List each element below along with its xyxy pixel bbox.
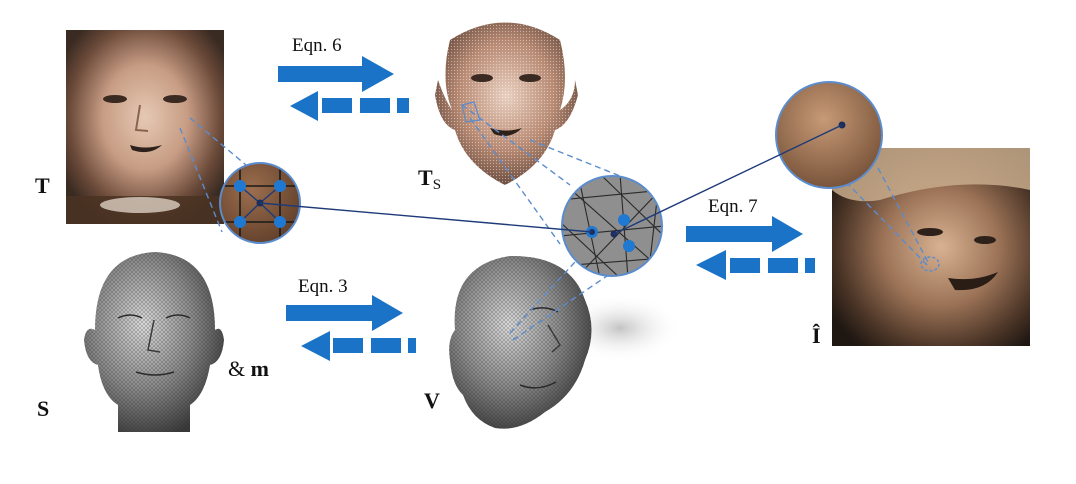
image-label: Î [812, 323, 821, 348]
eqn6-forward-arrow [278, 56, 394, 92]
rendered-image [832, 148, 1030, 346]
mesh-zoom-circle [561, 175, 663, 277]
eqn3-forward-arrow [286, 295, 403, 331]
eqn7-backward-arrow [696, 250, 815, 280]
image-pixel-marker [920, 256, 940, 272]
eqn7-label: Eqn. 7 [708, 196, 758, 217]
vertex-dot [618, 214, 630, 226]
mask-label: & m [228, 356, 269, 381]
sampled-texture-face [435, 22, 578, 185]
eqn3-backward-arrow [301, 331, 416, 361]
vertices-label: V [424, 388, 440, 413]
texture-map-image [66, 30, 224, 224]
vertex-dot [623, 240, 635, 252]
ts-patch-marker [461, 101, 481, 123]
texel-dot [234, 180, 246, 192]
correspondence-lines [259, 124, 843, 235]
sampled-texture-label: TS [418, 165, 441, 193]
texel-dot [234, 216, 246, 228]
vertices-mesh [449, 255, 682, 429]
texel-dot [274, 180, 286, 192]
eqn6-label: Eqn. 6 [292, 35, 342, 56]
texture-map-label: T [35, 173, 50, 198]
image-zoom-circle [775, 81, 883, 189]
eqn6-backward-arrow [290, 91, 409, 121]
shape-label: S [37, 396, 49, 421]
texel-dot [274, 216, 286, 228]
eqn7-forward-arrow [686, 216, 803, 252]
shape-mesh [84, 252, 224, 432]
eqn3-label: Eqn. 3 [298, 276, 348, 297]
